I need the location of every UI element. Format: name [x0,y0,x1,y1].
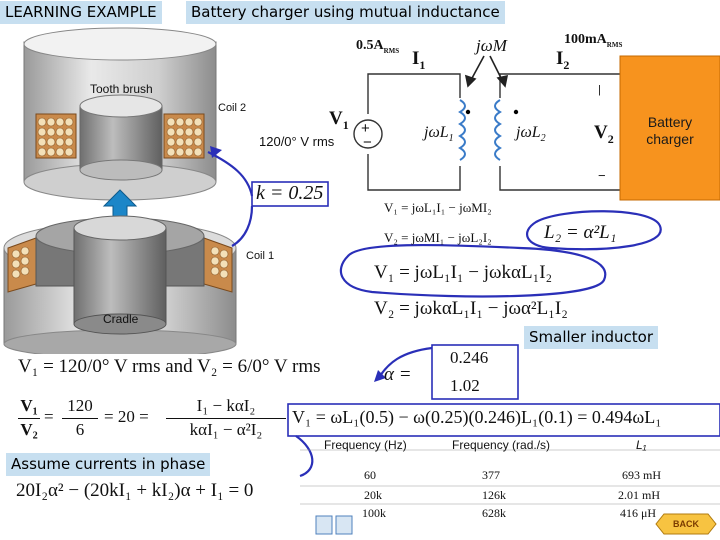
alpha-lhs: α = [384,364,412,385]
table-cell: 60 [364,468,376,482]
table-cell: 2.01 mH [618,488,660,502]
source-value-label: 120/0° V rms [259,134,335,149]
mutual-coupling-arrows-icon [464,55,509,88]
current-left-label: 0.5ARMS [356,38,400,55]
annotation-arrow-coil1 [231,205,254,247]
table-cell: 100k [362,506,386,520]
source-plus: + [361,120,370,137]
toothbrush-label: Tooth brush [90,82,153,96]
dot-marker-icon [513,109,519,115]
table-cell: 377 [482,468,500,482]
learning-example-label: LEARNING EXAMPLE [0,1,162,24]
source-minus: − [363,134,372,151]
voltage-specification: V₁ = 120/0° V rms and V₂ = 6/0° V rms [18,356,321,377]
inductor-l2-icon [494,99,502,161]
alpha-box [431,344,519,400]
coil2-windings [35,113,205,159]
battery-charger-label: Battery charger [646,114,694,147]
v2-label: V2 [594,122,614,146]
smaller-inductor-note: Smaller inductor [524,326,658,349]
coupling-coefficient: k = 0.25 [256,182,324,204]
toothbrush-cradle-illustration [3,27,237,354]
l2-impedance-label: jωL2 [516,124,546,145]
back-button-shape [655,513,717,535]
i2-label: I2 [556,48,570,72]
coil1-label: Coil 1 [246,250,275,262]
prev-slide-icon[interactable] [316,516,332,534]
l1-impedance-label: jωL1 [424,124,454,145]
voltage-source-icon [353,119,383,149]
equation-v2-large: V₂ = jωkαL₁I₁ − jωα²L₁I₂ [374,298,568,319]
k-value-box [251,181,329,207]
l2-relation: L₂ = α²L₁ [544,222,617,243]
inductor-l1-icon [458,99,466,161]
equation-v1-large: V₁ = jωL₁I₁ − jωkαL₁I₂ [374,262,553,283]
table-cell: 126k [482,488,506,502]
table-cell: 693 mH [622,468,661,482]
v2-minus-mark: − [598,168,606,183]
i1-label: I1 [412,48,426,72]
table-cell: 20k [364,488,382,502]
next-slide-icon[interactable] [336,516,352,534]
coil1-windings [7,237,233,293]
toothbrush-top [23,27,217,61]
table-header-frequency-hz: Frequency (Hz) [324,438,407,452]
table-cell: 416 μH [620,506,657,520]
equation-v2-small: V₂ = jωMI₁ − jωL₂I₂ [384,230,492,245]
table-cell: 628k [482,506,506,520]
mutual-inductance-label: jωM [476,36,507,55]
v2-plus-mark: | [598,84,601,96]
annotation-arrow-alpha [379,346,433,377]
frequency-table-grid [300,449,720,505]
table-header-l1: L₁ [636,438,647,452]
v1-expansion-box [287,403,720,437]
back-button[interactable]: BACK [673,519,699,529]
cradle-label: Cradle [103,312,139,326]
annotation-arrow-quadratic [295,435,314,478]
nav-icons [315,515,353,535]
v1-expansion-equation: V₁ = ωL₁(0.5) − ω(0.25)(0.246)L₁(0.1) = … [292,407,662,427]
dot-marker-icon [465,109,471,115]
annotation-arrow-coil2 [207,151,254,197]
equation-v1-small: V₁ = jωL₁I₁ − jωMI₂ [384,200,492,215]
battery-charger-box [619,55,720,201]
table-header-frequency-rad: Frequency (rad./s) [452,438,551,452]
annotation-ellipse-eq1 [339,243,607,298]
assumption-note: Assume currents in phase [6,453,211,476]
v1-label: V1 [329,108,349,132]
slide-title: Battery charger using mutual inductance [186,1,505,24]
ratio-equation: V₁ V₂ = 120 6 = 20 = I₁ − kαI₂ kαI₁ − α²… [18,396,288,444]
alpha-option-2: 1.02 [450,376,480,395]
current-right-label: 100mARMS [564,32,623,49]
annotation-ellipse-l2 [526,210,662,251]
coil2-label: Coil 2 [218,102,247,114]
alpha-option-1: 0.246 [450,348,489,367]
quadratic-equation: 20I₂α² − (20kI₁ + kI₂)α + I₁ = 0 [16,480,254,501]
